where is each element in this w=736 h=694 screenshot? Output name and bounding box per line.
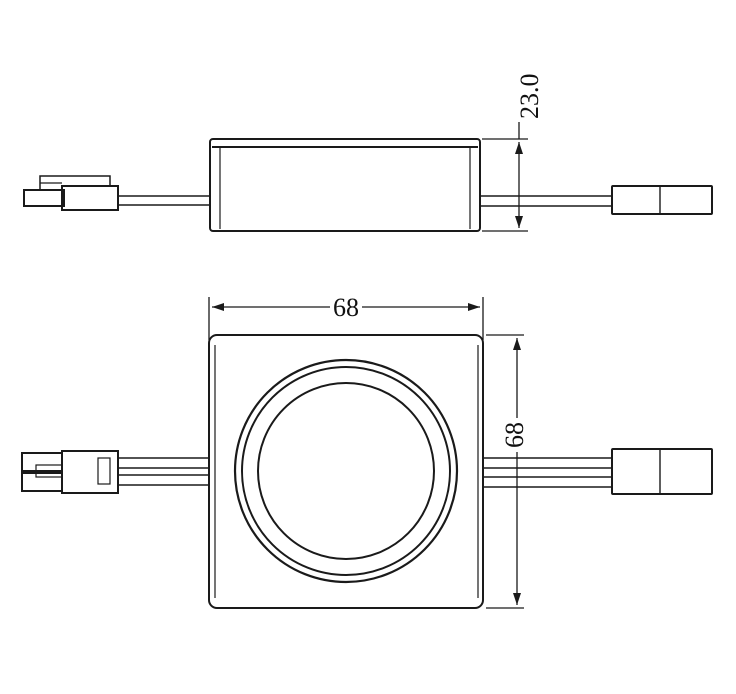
side-view — [23, 122, 713, 232]
top-view-left-connector — [21, 450, 119, 494]
side-view-housing — [209, 138, 481, 232]
side-view-left-cable — [118, 195, 210, 206]
top-view-width-label: 68 — [333, 293, 359, 322]
top-view-left-cable — [118, 457, 209, 486]
side-view-right-cable — [480, 195, 612, 207]
top-view-height-label: 68 — [500, 422, 529, 448]
top-view-right-connector — [611, 448, 713, 495]
top-view-width-dimension — [208, 297, 484, 340]
top-view-right-cable — [483, 457, 612, 488]
top-view — [21, 297, 713, 609]
side-view-left-connector — [23, 175, 119, 211]
top-view-housing — [208, 334, 484, 609]
side-view-right-connector — [611, 185, 713, 215]
side-view-height-label: 23.0 — [515, 74, 544, 120]
side-view-height-dimension — [482, 122, 528, 232]
top-view-lens — [233, 358, 459, 584]
top-view-height-dimension — [486, 334, 524, 609]
